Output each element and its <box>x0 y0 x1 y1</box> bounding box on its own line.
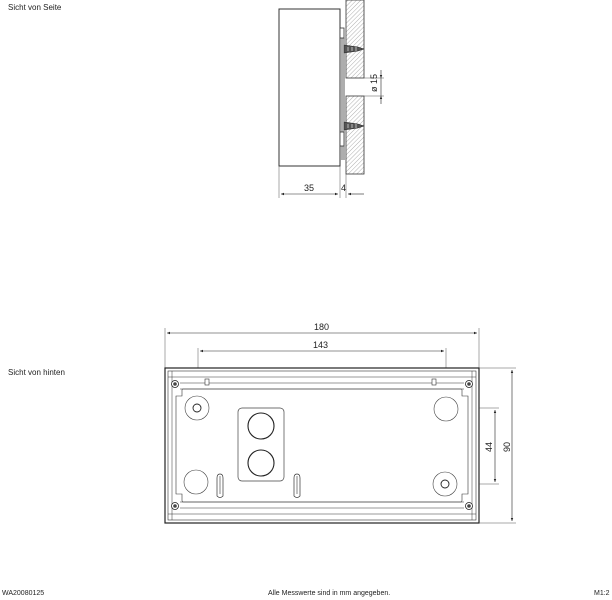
hole-spacing-vertical-dim: 44 <box>484 442 494 452</box>
document-id: WA20080125 <box>2 590 45 597</box>
gap-dim: 4 <box>341 183 346 193</box>
housing-side <box>278 8 341 167</box>
scale-label: M1:2 <box>594 590 610 597</box>
corner-screw-icon <box>465 502 473 510</box>
clip-marker <box>431 378 437 386</box>
corner-screw-icon <box>465 380 473 388</box>
mounting-hole-icon <box>432 471 458 497</box>
screw-icon <box>343 121 365 131</box>
width-dim: 180 <box>314 322 329 332</box>
height-dim: 90 <box>502 442 512 452</box>
clip-marker <box>204 378 210 386</box>
corner-screw-icon <box>171 502 179 510</box>
side-view: ø 15 35 4 <box>278 0 384 198</box>
wall-section <box>345 0 365 175</box>
back-view-title: Sicht von hinten <box>8 368 65 377</box>
side-view-title: Sicht von Seite <box>8 3 62 12</box>
cable-knockout-icon <box>247 449 275 477</box>
screw-icon <box>343 44 365 54</box>
housing-back <box>164 367 480 524</box>
knockout-circle <box>433 396 459 422</box>
cable-clip-icon <box>293 473 301 498</box>
back-view: 180 143 <box>164 322 516 524</box>
corner-screw-icon <box>171 380 179 388</box>
cable-clip-icon <box>216 473 224 498</box>
cable-knockout-icon <box>247 412 275 440</box>
knockout-circle <box>183 469 209 495</box>
units-note: Alle Messwerte sind in mm angegeben. <box>268 590 391 597</box>
hole-diameter-dim: ø 15 <box>369 74 379 92</box>
mounting-hole-icon <box>184 395 210 421</box>
hole-spacing-horizontal-dim: 143 <box>313 340 328 350</box>
depth-dim: 35 <box>304 183 314 193</box>
